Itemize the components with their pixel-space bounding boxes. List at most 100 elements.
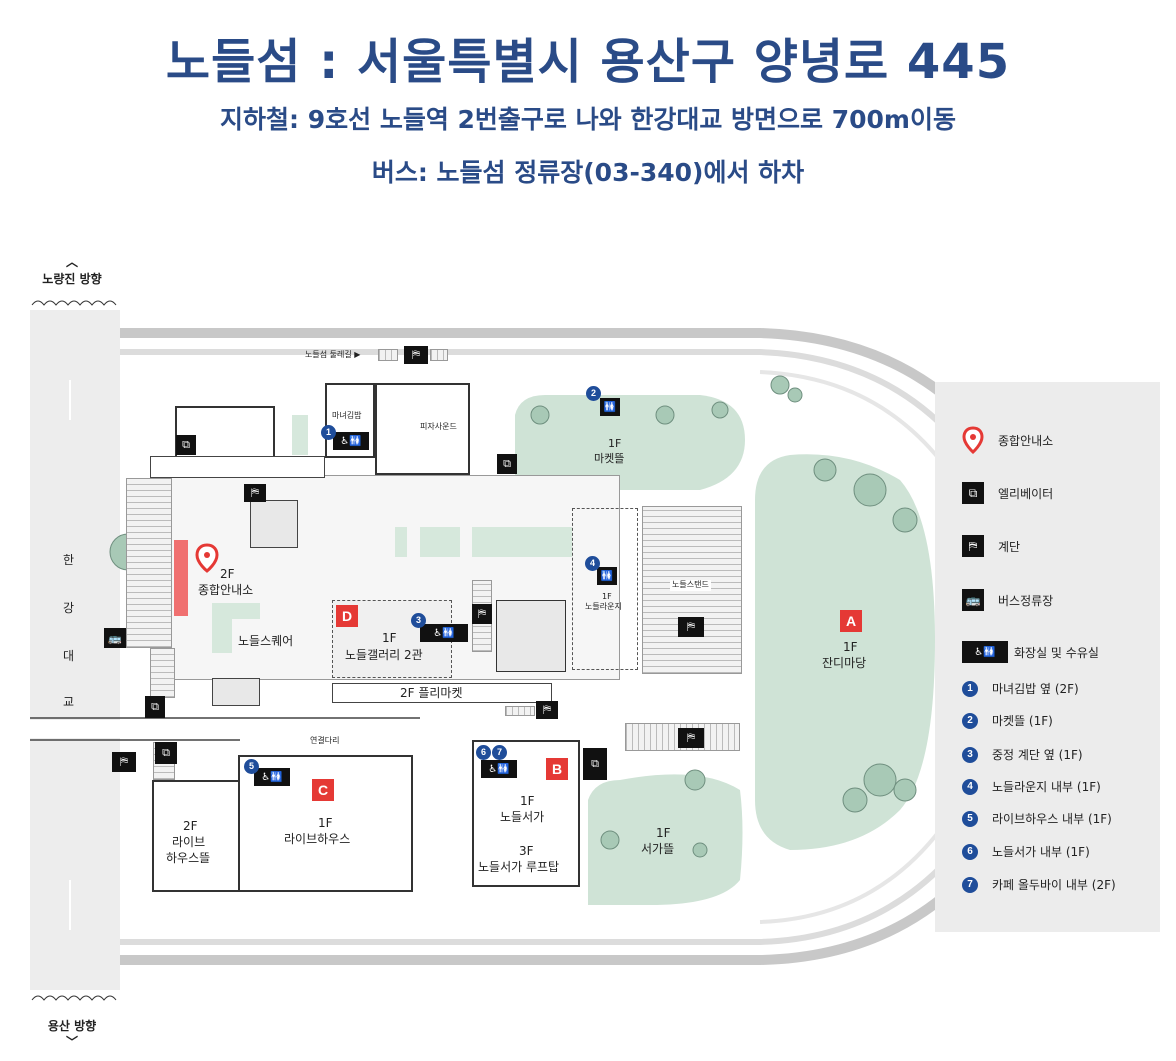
legend-item-1-label: 마녀김밥 옆 (2F) bbox=[992, 682, 1079, 696]
west-stairs-lower bbox=[150, 648, 175, 698]
live-floor: 1F bbox=[318, 816, 333, 830]
legend-restroom: ♿🚻 화장실 및 수유실 bbox=[962, 641, 1099, 663]
elevator-icon: ⧉ bbox=[497, 454, 517, 474]
elevator-icon: ⧉ bbox=[962, 482, 984, 504]
legend-number-4: 4 bbox=[962, 778, 978, 795]
legend-number-1: 1 bbox=[962, 680, 978, 697]
info-floor: 2F bbox=[220, 567, 235, 581]
legend-stairs: ⛿ 계단 bbox=[962, 535, 1020, 557]
restroom-icon: ♿🚻 bbox=[420, 624, 468, 642]
restroom-icon: ♿🚻 bbox=[254, 768, 290, 786]
legend-info-label: 종합안내소 bbox=[998, 433, 1054, 448]
pizza-label: 피자사운드 bbox=[420, 422, 457, 431]
legend-restroom-label: 화장실 및 수유실 bbox=[1014, 645, 1099, 660]
legend-item-2-label: 마켓뜰 (1F) bbox=[992, 714, 1053, 728]
north-direction: 노량진 방향 bbox=[42, 272, 102, 286]
lawn-label: 잔디마당 bbox=[822, 656, 867, 670]
live-left-label-1: 라이브 bbox=[172, 835, 206, 849]
inner-courtyard bbox=[496, 600, 566, 672]
elevator-icon: ⧉ bbox=[145, 696, 165, 718]
bookstore-label: 노들서가 bbox=[500, 810, 545, 824]
stairs-icon: ⛿ bbox=[536, 701, 558, 719]
section-b-marker: B bbox=[546, 758, 568, 780]
legend-item-2: 2 마켓뜰 (1F) bbox=[962, 712, 1053, 729]
lounge-label: 노들라운지 bbox=[585, 602, 622, 611]
gallery-floor: 1F bbox=[382, 631, 397, 645]
stairs-icon: ⛿ bbox=[404, 346, 428, 364]
stairs-icon: ⛿ bbox=[472, 604, 492, 624]
legend-number-3: 3 bbox=[962, 746, 978, 763]
legend-number-6: 6 bbox=[962, 843, 978, 860]
section-d-marker: D bbox=[336, 605, 358, 627]
market-label: 마켓뜰 bbox=[594, 452, 625, 465]
legend-item-4-label: 노들라운지 내부 (1F) bbox=[992, 780, 1101, 794]
rooftop-label: 노들서가 루프탑 bbox=[478, 860, 560, 874]
legend-item-7-label: 카페 올두바이 내부 (2F) bbox=[992, 878, 1116, 892]
restroom-icon: ♿🚻 bbox=[333, 432, 369, 450]
restroom-icon: ♿🚻 bbox=[962, 641, 1008, 663]
bridge-char-4: 교 bbox=[63, 695, 75, 709]
stand-label: 노들스탠드 bbox=[670, 580, 711, 591]
map-number-5: 5 bbox=[244, 759, 259, 774]
bus-icon: 🚌 bbox=[104, 628, 126, 648]
map-number-1: 1 bbox=[321, 425, 336, 440]
legend-elevator: ⧉ 엘리베이터 bbox=[962, 482, 1053, 504]
building-pizza bbox=[375, 383, 470, 475]
section-a-marker: A bbox=[840, 610, 862, 632]
gallery-label: 노들갤러리 2관 bbox=[345, 648, 423, 662]
south-arrow-icon: ﹀ bbox=[65, 1035, 78, 1049]
legend-item-1: 1 마녀김밥 옆 (2F) bbox=[962, 680, 1079, 697]
courtyard-small bbox=[250, 500, 298, 548]
bridge-char-3: 대 bbox=[63, 649, 75, 663]
bus-icon: 🚌 bbox=[962, 589, 984, 611]
legend-stairs-label: 계단 bbox=[998, 539, 1021, 554]
legend-item-6-label: 노들서가 내부 (1F) bbox=[992, 845, 1090, 859]
legend-item-5: 5 라이브하우스 내부 (1F) bbox=[962, 810, 1112, 827]
legend-item-7: 7 카페 올두바이 내부 (2F) bbox=[962, 876, 1116, 893]
planter-square-1 bbox=[212, 603, 232, 653]
square-label: 노들스퀘어 bbox=[238, 634, 294, 648]
legend-item-3-label: 중정 계단 옆 (1F) bbox=[992, 748, 1083, 762]
lawn-floor: 1F bbox=[843, 640, 858, 654]
planter-3 bbox=[472, 527, 572, 557]
trail-stairs-2 bbox=[430, 349, 448, 361]
legend-elevator-label: 엘리베이터 bbox=[998, 486, 1054, 501]
trail-stairs bbox=[378, 349, 398, 361]
location-pin-icon bbox=[962, 426, 984, 454]
map-number-7: 7 bbox=[492, 745, 507, 760]
legend-bus-label: 버스정류장 bbox=[998, 593, 1054, 608]
legend-bus: 🚌 버스정류장 bbox=[962, 589, 1053, 611]
live-label: 라이브하우스 bbox=[284, 832, 351, 846]
market-floor: 1F bbox=[608, 437, 622, 450]
legend-number-7: 7 bbox=[962, 876, 978, 893]
stairs-icon: ⛿ bbox=[244, 484, 266, 502]
legend-item-6: 6 노들서가 내부 (1F) bbox=[962, 843, 1090, 860]
lounge-area bbox=[572, 508, 638, 670]
bus-directions: 버스: 노들섬 정류장(03-340)에서 하차 bbox=[371, 158, 805, 187]
live-left-floor: 2F bbox=[183, 819, 198, 833]
elevator-icon: ⧉ bbox=[155, 742, 177, 764]
bookyard-label: 서가뜰 bbox=[641, 842, 675, 856]
flea-label: 2F 플리마켓 bbox=[400, 686, 463, 700]
elevator-icon: ⧉ bbox=[176, 435, 196, 455]
bridge-stairs bbox=[505, 706, 535, 716]
top-walkway bbox=[150, 456, 325, 478]
lounge-floor: 1F bbox=[602, 592, 612, 601]
location-pin-icon bbox=[195, 543, 219, 573]
restroom-icon: 🚻 bbox=[597, 567, 617, 585]
north-arrow-icon: ︿ bbox=[65, 255, 78, 269]
legend-number-2: 2 bbox=[962, 712, 978, 729]
map-number-6: 6 bbox=[476, 745, 491, 760]
elevator-icon: ⧉ bbox=[583, 748, 607, 780]
stairs-icon: ⛿ bbox=[678, 728, 704, 748]
legend-item-4: 4 노들라운지 내부 (1F) bbox=[962, 778, 1101, 795]
live-left-label-2: 하우스뜰 bbox=[166, 851, 211, 865]
info-desk-bar bbox=[174, 540, 188, 616]
stairs-icon: ⛿ bbox=[962, 535, 984, 557]
stairs-icon: ⛿ bbox=[112, 752, 136, 772]
planter-box bbox=[212, 678, 260, 706]
bridge-walk-label: 연결다리 bbox=[310, 736, 340, 745]
planter-square-2 bbox=[232, 603, 260, 619]
bookyard-floor: 1F bbox=[656, 826, 671, 840]
map-number-3: 3 bbox=[411, 613, 426, 628]
